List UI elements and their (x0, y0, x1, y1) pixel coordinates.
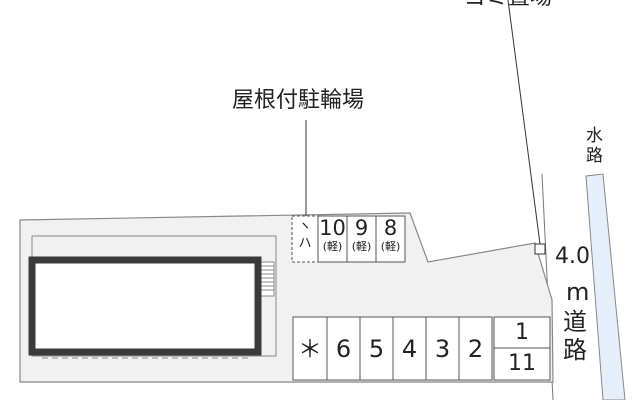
moto-stall-tag: (軽) (351, 240, 372, 253)
moto-stall-number: 8 (383, 216, 398, 240)
moto-stall-tag: (軽) (322, 240, 343, 253)
bike-shelter-label: 屋根付駐輪場 (232, 88, 365, 113)
moto-stall-boxes (317, 215, 406, 263)
waterway-label-1: 水 (586, 126, 603, 146)
moto-stall-number: 10 (319, 216, 346, 240)
road-unit-label: m (566, 278, 590, 306)
parking-stall-label: 3 (434, 334, 451, 363)
parking-stall-label: 4 (401, 334, 418, 363)
moto-stall: 10 (軽) (318, 216, 347, 253)
bike-shelter-box (291, 215, 319, 263)
waterway-label-2: 路 (586, 146, 603, 166)
bike-icon-top: ヽ (298, 219, 312, 234)
parking-stall-boxes (292, 316, 551, 381)
moto-stall-number: 9 (354, 216, 369, 240)
top-cut-label: ゴミ置場 (464, 0, 552, 9)
leader-line (507, 0, 541, 245)
parking-pair-top: 1 (515, 319, 529, 345)
road-word-1: 道 (563, 308, 587, 336)
trash-marker (534, 243, 546, 255)
building (28, 256, 262, 356)
parking-stall-label: 2 (467, 334, 484, 363)
moto-stall: 8 (軽) (376, 216, 405, 253)
bike-icon: ヽ ハ (292, 220, 318, 250)
road-word-2: 路 (563, 336, 587, 364)
parking-stall-label: 5 (368, 334, 385, 363)
parking-stall-label: 6 (335, 334, 352, 363)
parking-pair-bottom: 11 (508, 351, 536, 376)
road-width-label: 4.0 (555, 244, 590, 269)
parking-stall-label: ＊ (298, 334, 322, 363)
moto-stall-tag: (軽) (380, 240, 401, 253)
waterway-strip (585, 173, 626, 400)
bike-icon-bottom: ハ (298, 236, 312, 251)
moto-stall: 9 (軽) (347, 216, 376, 253)
